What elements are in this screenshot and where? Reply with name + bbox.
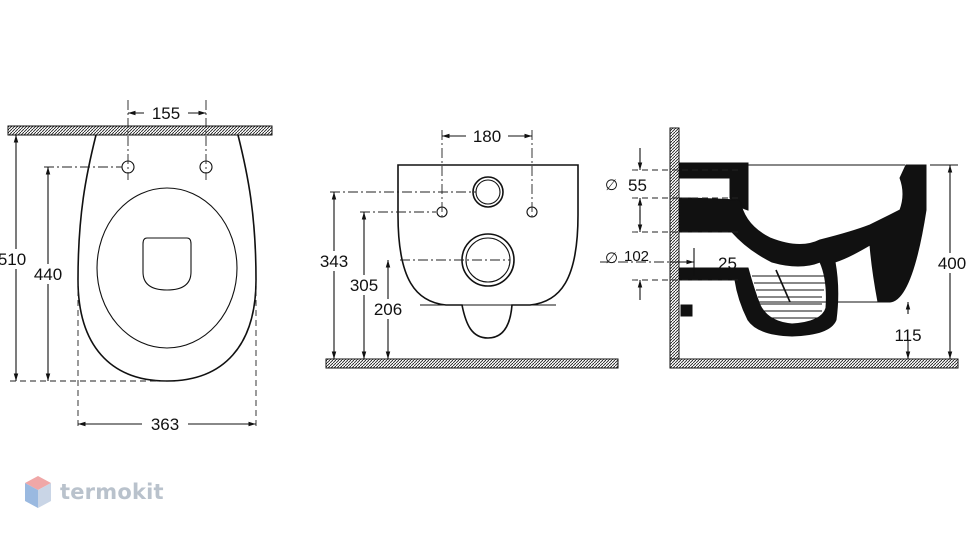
water-level-lines xyxy=(752,275,830,319)
brand-name: termokit xyxy=(60,480,164,504)
front-view: 155 510 440 363 xyxy=(0,100,273,434)
dim-510-label: 510 xyxy=(0,250,26,269)
dim-102-label: 102 xyxy=(624,248,649,265)
dim-180-label: 180 xyxy=(473,127,501,146)
bowl-outline xyxy=(77,134,257,382)
water-inlet xyxy=(472,176,504,208)
front-wall-hatch xyxy=(7,125,273,136)
dim-155-label: 155 xyxy=(152,104,180,123)
rear-view: 180 343 305 206 xyxy=(314,127,619,369)
dim-363-bg xyxy=(142,414,188,434)
dim-510-bg xyxy=(0,249,28,269)
dim-400-label: 400 xyxy=(938,254,966,273)
section-bowl-wall xyxy=(679,164,927,337)
bowl-opening xyxy=(142,237,192,291)
dim-206-label: 206 xyxy=(374,300,402,319)
dim-343-bg xyxy=(314,251,356,271)
dim-25-label: 25 xyxy=(718,254,737,273)
dim-55-symbol: ∅ xyxy=(605,177,618,194)
dim-206-bg xyxy=(366,299,410,319)
rear-floor-hatch xyxy=(325,358,619,369)
dim-115-label: 115 xyxy=(894,326,921,345)
rear-outline xyxy=(397,164,579,339)
section-view: ∅ 55 ∅ 102 25 400 115 xyxy=(600,127,970,369)
section-floor-hatch xyxy=(669,358,959,369)
rim-outline xyxy=(96,187,238,349)
dim-155-bg xyxy=(144,104,188,121)
dim-440-label: 440 xyxy=(34,265,62,284)
dim-363-label: 363 xyxy=(151,415,179,434)
brand-logo-icon xyxy=(25,476,51,508)
dim-400-bg xyxy=(936,253,970,273)
dim-343-label: 343 xyxy=(320,252,348,271)
dim-440-bg xyxy=(30,264,66,284)
dim-102-symbol: ∅ xyxy=(605,250,618,267)
water-inlet-inner xyxy=(475,179,501,205)
dim-305-bg xyxy=(344,275,386,295)
waste-outlet xyxy=(461,233,515,287)
dim-305-label: 305 xyxy=(350,276,378,295)
dim-180-bg xyxy=(466,127,508,144)
brand-watermark: termokit xyxy=(24,474,164,510)
section-wall-hatch xyxy=(669,127,680,368)
dim-55-label: 55 xyxy=(628,176,647,195)
mounting-block xyxy=(680,304,693,317)
